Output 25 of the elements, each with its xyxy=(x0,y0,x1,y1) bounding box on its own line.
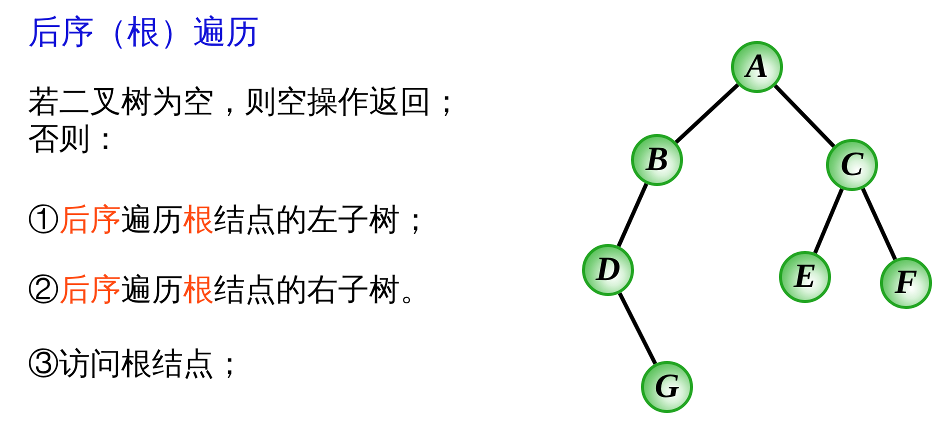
tree-edge xyxy=(774,84,836,148)
tree-edge xyxy=(861,188,897,260)
tree-node-circle xyxy=(631,134,683,186)
step-text: ①后序遍历根结点的左子树； xyxy=(28,202,431,240)
step-text: ②后序遍历根结点的右子树。 xyxy=(28,272,431,310)
node-letter: A xyxy=(746,50,768,84)
node-letter: B xyxy=(646,143,668,177)
condition-text: 若二叉树为空，则空操作返回；否则： xyxy=(28,84,463,158)
title: 后序（根）遍历 xyxy=(28,12,259,52)
tree-node-circle xyxy=(880,257,932,309)
node-letter: F xyxy=(894,266,918,300)
tree-edge xyxy=(616,182,648,248)
tree-node-circle xyxy=(826,139,878,191)
node-letter: C xyxy=(840,148,864,182)
tree-edge xyxy=(813,188,844,254)
step-text: ③访问根结点； xyxy=(28,346,245,384)
tree-edge xyxy=(618,292,658,365)
tree-node-circle xyxy=(731,41,783,93)
node-letter: E xyxy=(794,260,816,294)
tree-edge xyxy=(674,83,740,144)
node-letter: G xyxy=(654,370,680,404)
tree-node-circle xyxy=(779,251,831,303)
tree-node-circle xyxy=(641,361,693,413)
tree-node-circle xyxy=(582,244,634,296)
node-letter: D xyxy=(596,253,620,287)
